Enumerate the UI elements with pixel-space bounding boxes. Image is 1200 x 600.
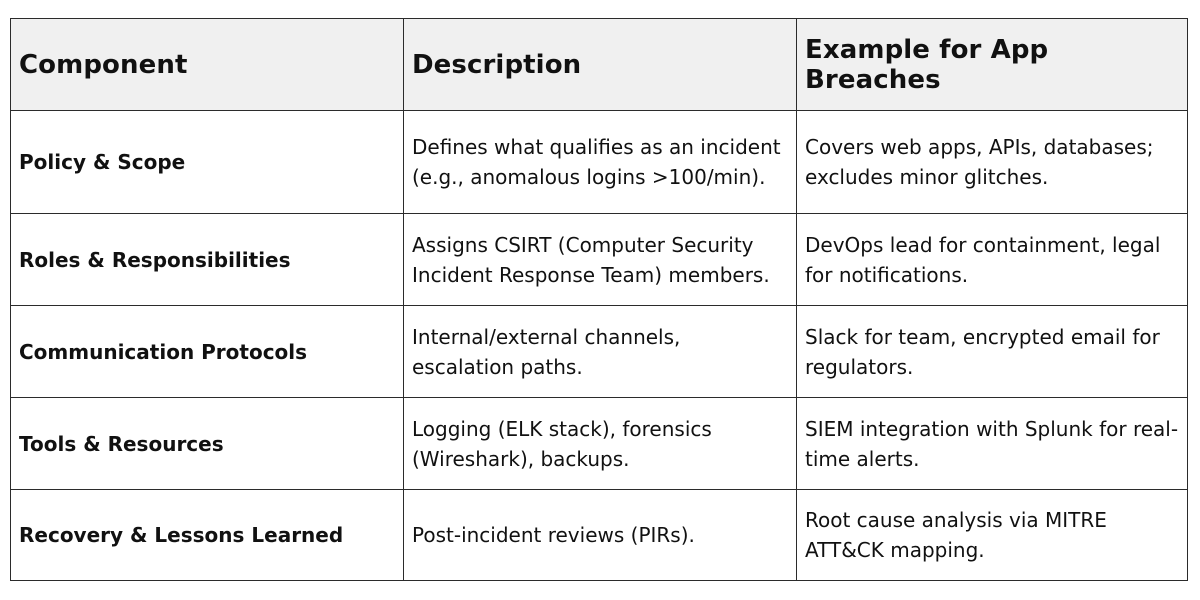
- table-row: Communication Protocols Internal/externa…: [10, 305, 1188, 398]
- component-cell: Roles & Responsibilities: [10, 213, 404, 306]
- table-row: Recovery & Lessons Learned Post-incident…: [10, 489, 1188, 581]
- table-body: Policy & Scope Defines what qualifies as…: [10, 110, 1188, 581]
- table-row: Tools & Resources Logging (ELK stack), f…: [10, 397, 1188, 490]
- header-example: Example for App Breaches: [796, 18, 1188, 111]
- table-row: Policy & Scope Defines what qualifies as…: [10, 110, 1188, 214]
- component-cell: Communication Protocols: [10, 305, 404, 398]
- header-component: Component: [10, 18, 404, 111]
- component-cell: Recovery & Lessons Learned: [10, 489, 404, 581]
- description-cell: Internal/external channels, escalation p…: [403, 305, 797, 398]
- example-cell: Slack for team, encrypted email for regu…: [796, 305, 1188, 398]
- component-cell: Policy & Scope: [10, 110, 404, 214]
- description-cell: Logging (ELK stack), forensics (Wireshar…: [403, 397, 797, 490]
- header-row: Component Description Example for App Br…: [10, 18, 1188, 111]
- description-cell: Defines what qualifies as an incident (e…: [403, 110, 797, 214]
- incident-response-table: Component Description Example for App Br…: [10, 18, 1188, 581]
- example-cell: Covers web apps, APIs, databases; exclud…: [796, 110, 1188, 214]
- table-header: Component Description Example for App Br…: [10, 18, 1188, 111]
- component-cell: Tools & Resources: [10, 397, 404, 490]
- description-cell: Assigns CSIRT (Computer Security Inciden…: [403, 213, 797, 306]
- example-cell: SIEM integration with Splunk for real-ti…: [796, 397, 1188, 490]
- description-cell: Post-incident reviews (PIRs).: [403, 489, 797, 581]
- header-description: Description: [403, 18, 797, 111]
- table-row: Roles & Responsibilities Assigns CSIRT (…: [10, 213, 1188, 306]
- example-cell: DevOps lead for containment, legal for n…: [796, 213, 1188, 306]
- example-cell: Root cause analysis via MITRE ATT&CK map…: [796, 489, 1188, 581]
